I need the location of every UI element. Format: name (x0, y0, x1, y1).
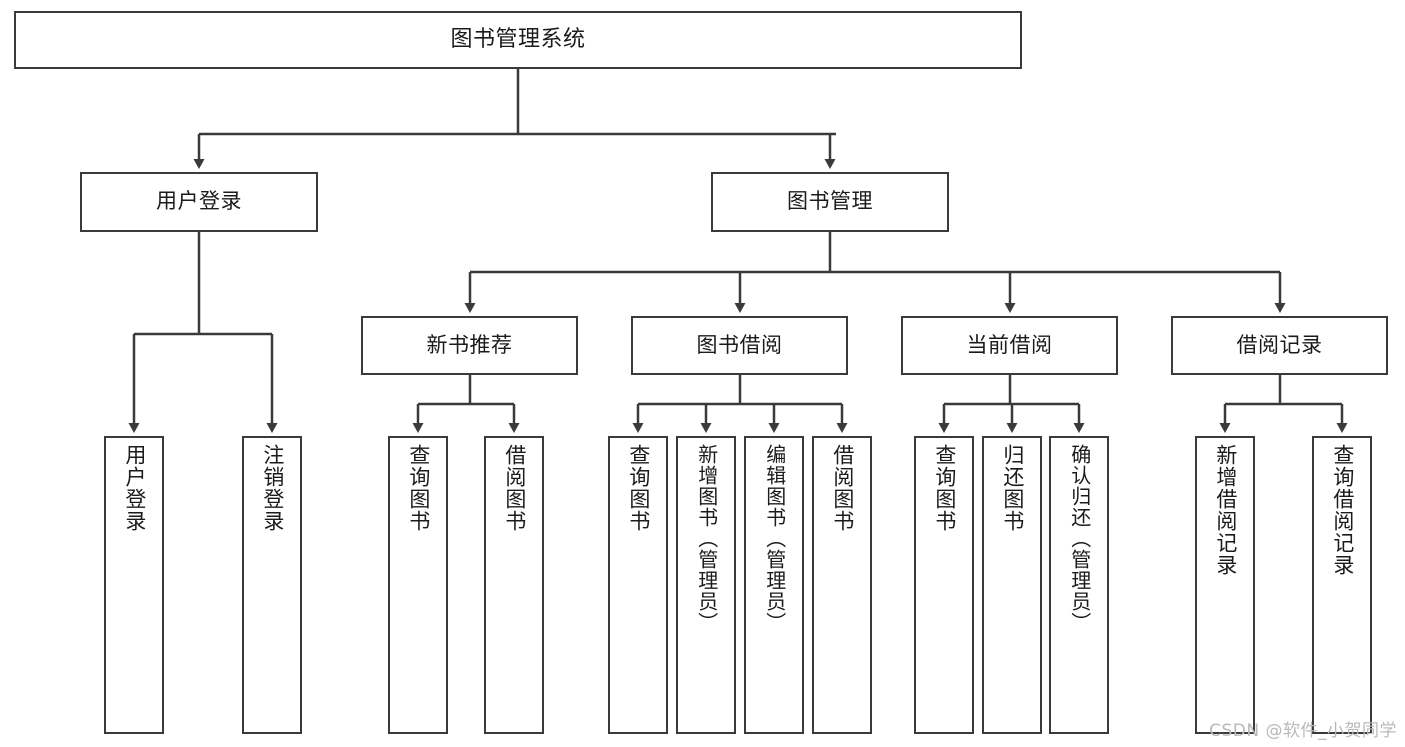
node-borrow-record[interactable]: 借阅记录 (1171, 316, 1388, 375)
node-root-system[interactable]: 图书管理系统 (14, 11, 1022, 69)
node-label: 确认归还（管理员） (1067, 444, 1092, 633)
node-label: 查询借阅记录 (1330, 444, 1355, 576)
node-label: 查询图书 (626, 444, 651, 532)
node-leaf-confirm-return[interactable]: 确认归还（管理员） (1049, 436, 1109, 734)
node-leaf-edit-book[interactable]: 编辑图书（管理员） (744, 436, 804, 734)
node-label: 借阅图书 (830, 444, 855, 532)
node-label: 归还图书 (1000, 444, 1025, 532)
node-new-book-recommend[interactable]: 新书推荐 (361, 316, 578, 375)
node-leaf-query-record[interactable]: 查询借阅记录 (1312, 436, 1372, 734)
node-leaf-add-book[interactable]: 新增图书（管理员） (676, 436, 736, 734)
node-leaf-query-book-3[interactable]: 查询图书 (914, 436, 974, 734)
node-label: 图书借阅 (696, 332, 783, 357)
node-book-manage[interactable]: 图书管理 (711, 172, 949, 232)
node-label: 当前借阅 (966, 332, 1053, 357)
node-label: 用户登录 (122, 444, 147, 532)
node-leaf-return-book[interactable]: 归还图书 (982, 436, 1042, 734)
node-label: 借阅记录 (1236, 332, 1323, 357)
node-label: 编辑图书（管理员） (762, 444, 787, 633)
node-leaf-query-book-2[interactable]: 查询图书 (608, 436, 668, 734)
node-label: 查询图书 (932, 444, 957, 532)
node-current-borrow[interactable]: 当前借阅 (901, 316, 1118, 375)
node-label: 新增图书（管理员） (694, 444, 719, 633)
node-leaf-user-login[interactable]: 用户登录 (104, 436, 164, 734)
csdn-watermark: CSDN @软件_小贺同学 (1209, 721, 1397, 741)
node-label: 查询图书 (406, 444, 431, 532)
node-user-login[interactable]: 用户登录 (80, 172, 318, 232)
node-leaf-borrow-book-2[interactable]: 借阅图书 (812, 436, 872, 734)
node-label: 借阅图书 (502, 444, 527, 532)
node-leaf-logout-login[interactable]: 注销登录 (242, 436, 302, 734)
node-leaf-borrow-book-1[interactable]: 借阅图书 (484, 436, 544, 734)
node-label: 图书管理系统 (450, 26, 586, 52)
node-leaf-add-record[interactable]: 新增借阅记录 (1195, 436, 1255, 734)
node-label: 用户登录 (156, 189, 242, 214)
node-label: 新书推荐 (426, 332, 513, 357)
node-label: 注销登录 (260, 444, 285, 532)
node-label: 图书管理 (787, 189, 873, 214)
node-label: 新增借阅记录 (1213, 444, 1238, 576)
node-leaf-query-book-1[interactable]: 查询图书 (388, 436, 448, 734)
node-book-borrow[interactable]: 图书借阅 (631, 316, 848, 375)
